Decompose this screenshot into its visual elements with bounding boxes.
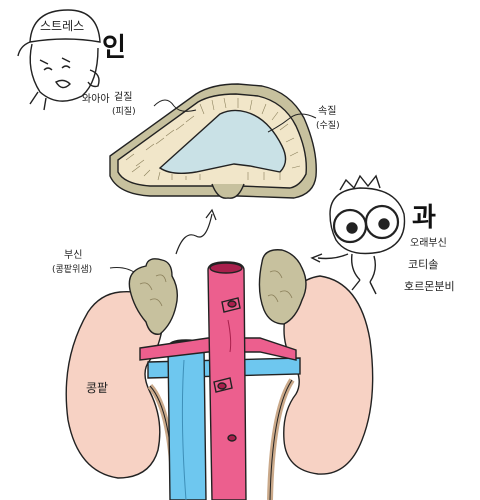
stress-character [17,9,101,111]
cap-label: 스트레스 [40,19,84,33]
title-gwa: 과 [412,203,436,233]
cortex-paren-label: (피질) [112,105,136,117]
character-arm [310,253,349,263]
kidney-left [65,290,163,479]
medulla-label: 속질 [318,105,336,117]
cortex-hatching [125,97,301,181]
character-hair [339,174,381,191]
glasses-character [310,174,406,295]
adrenal-left [128,258,179,335]
cortex-pointer [153,99,197,112]
kidney-label: 콩팥 [86,381,108,395]
adrenal-paren-label: (콩팥위샘) [52,263,92,275]
medulla-pointer [267,113,317,133]
zoom-arrow [175,208,217,255]
blood-vessels [139,261,301,500]
medulla-layer [158,109,287,175]
kidney-right [283,275,374,475]
side-label-2: 코티솔 [408,258,438,271]
kidneys [65,275,374,500]
adrenal-pointer [109,267,135,273]
adrenal-cross-section [109,83,317,199]
aorta-opening [209,262,243,274]
side-label-1: 오래부신 [410,237,447,249]
vena-cava [167,339,207,500]
character-cap [29,9,101,43]
character-face [29,43,99,102]
adrenal-label: 부신 [64,249,82,261]
exclaim-label: 와아아 [82,93,110,105]
medulla-paren-label: (수질) [316,119,340,131]
adrenal-stalk [211,183,245,199]
adrenal-right [258,249,307,325]
character-body [350,253,377,295]
title-in: 인 [102,33,126,63]
side-label-3: 호르몬분비 [404,280,455,293]
adrenal-glands [128,249,307,335]
cortex-label: 겉질 [114,91,132,103]
